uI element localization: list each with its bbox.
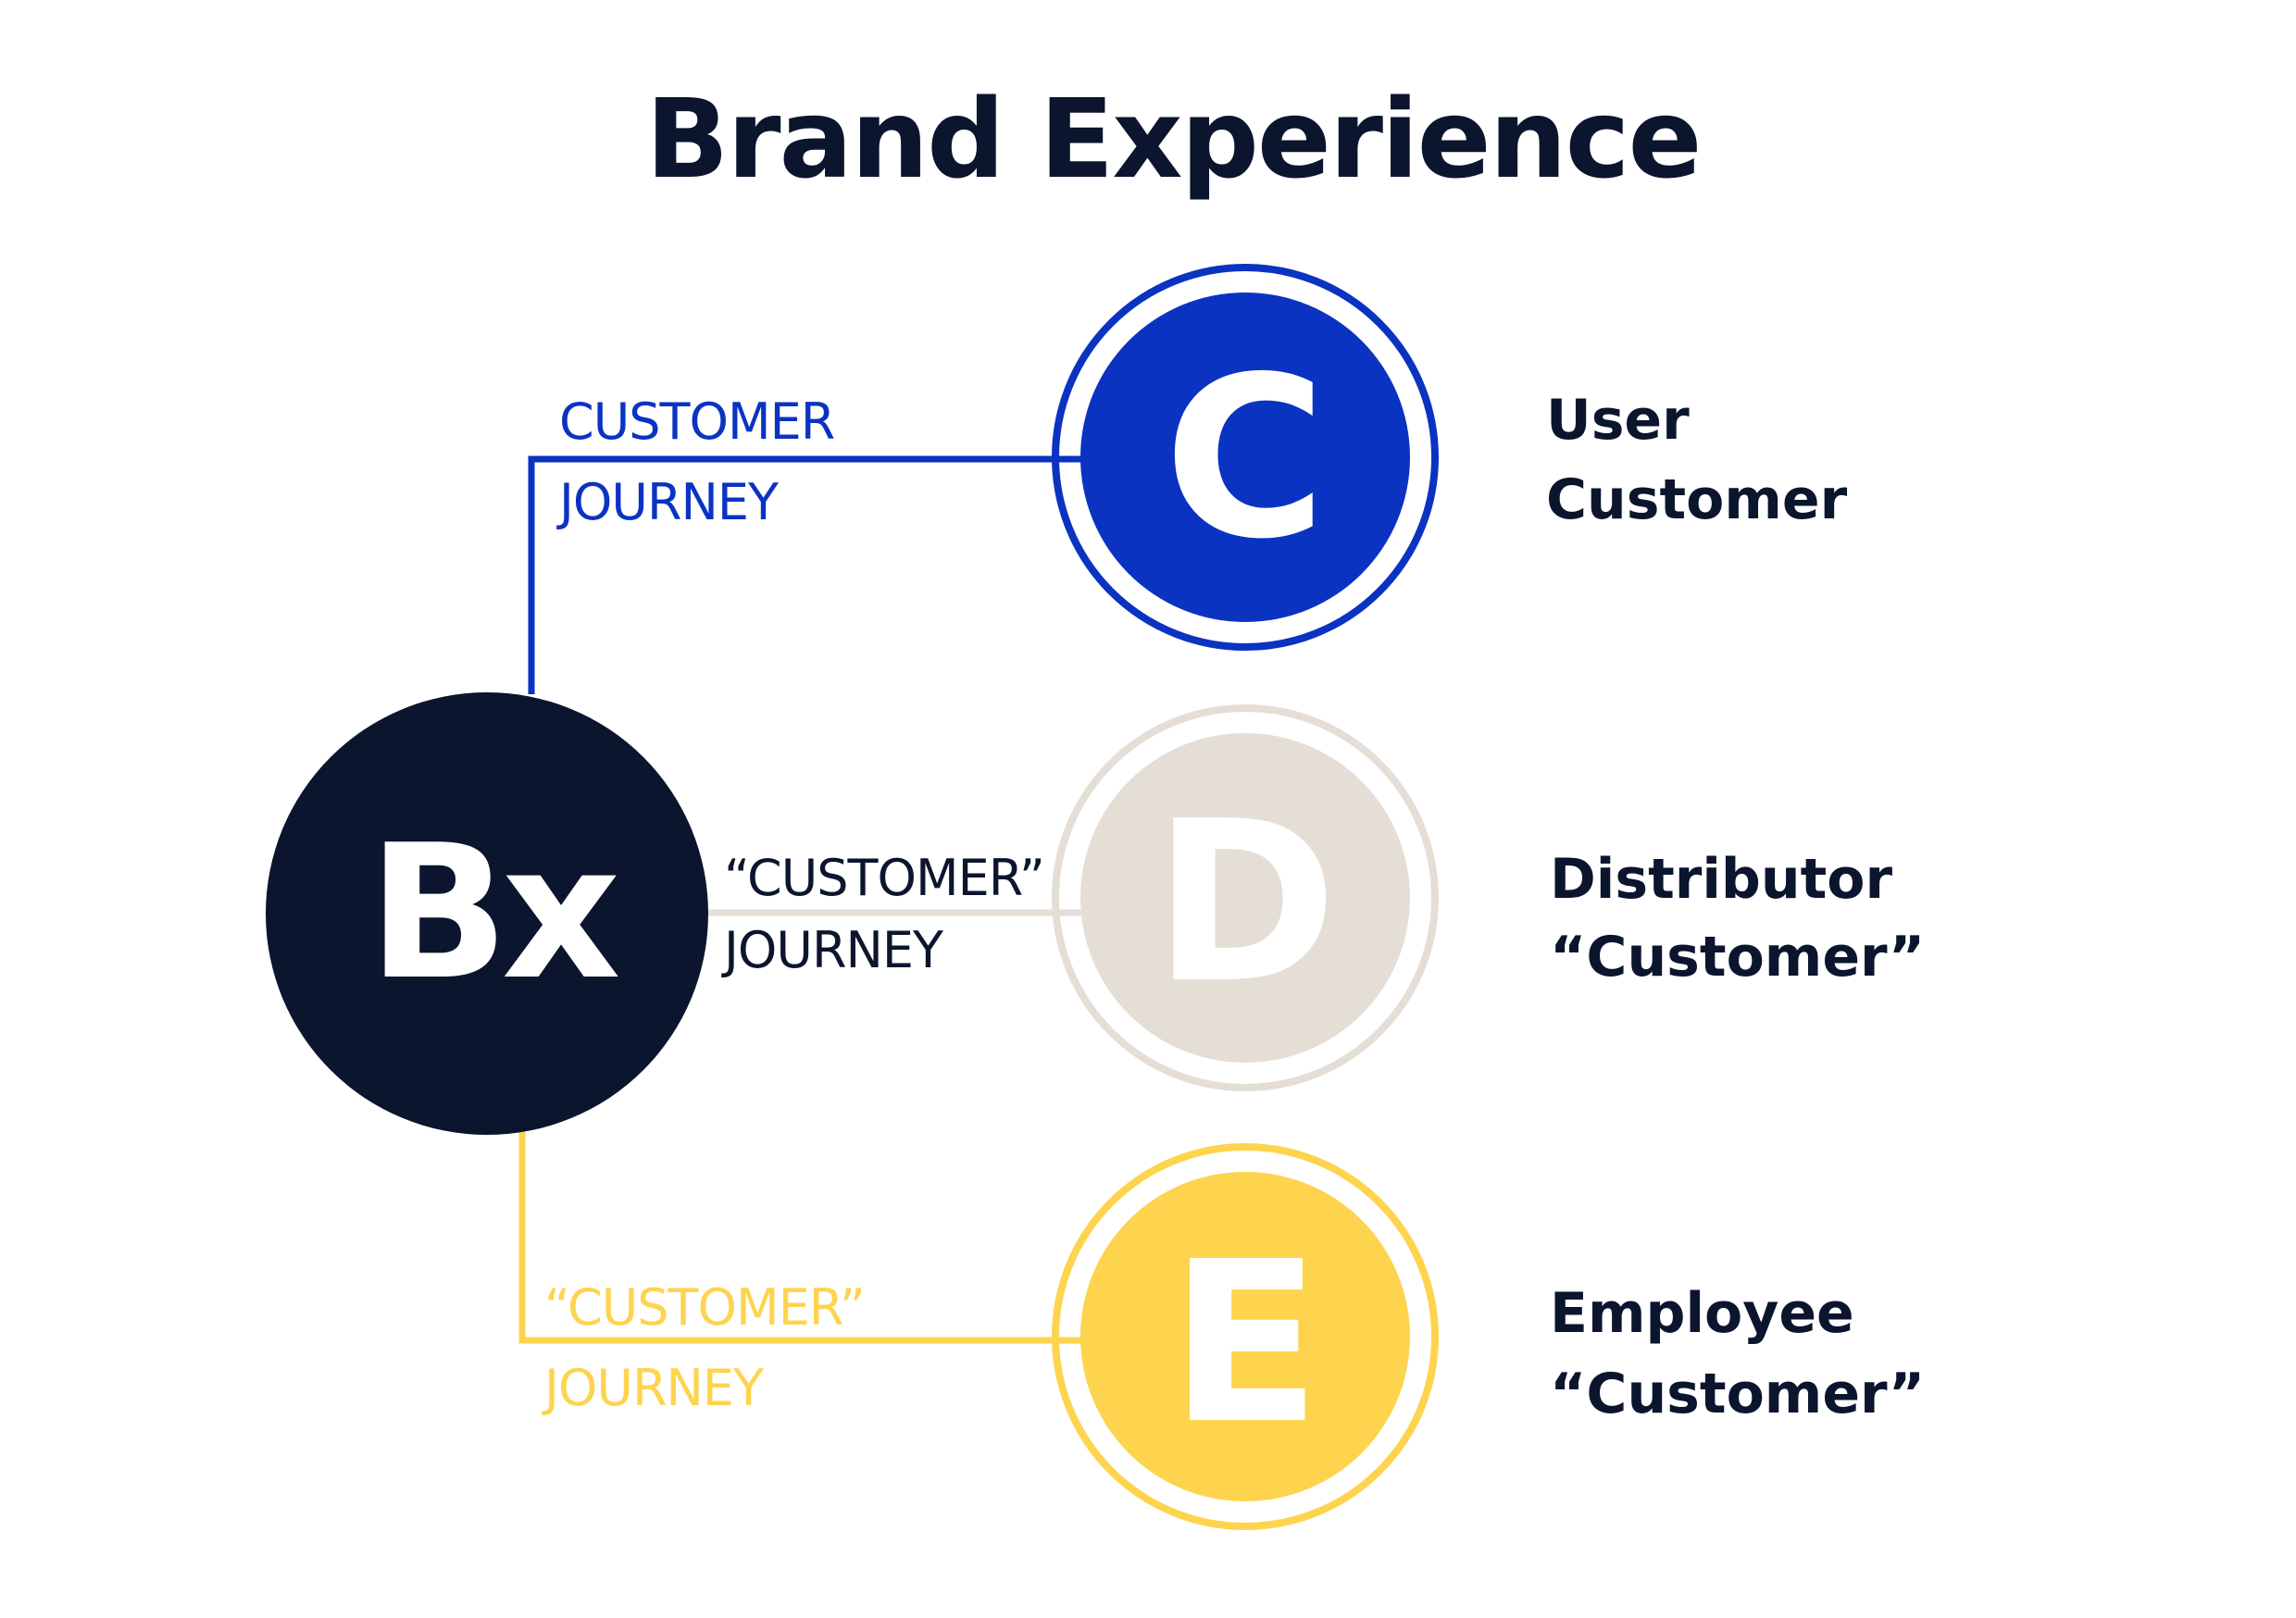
- node-desc-line1: Employee: [1550, 1281, 1854, 1346]
- journey-label-line2: JOURNEY: [542, 1359, 765, 1417]
- node-distributor: D “CUSTOMER” JOURNEY Distributor “Custom…: [721, 704, 1925, 1091]
- node-desc-line2: “Customer”: [1550, 1362, 1925, 1426]
- node-circle: [1080, 1172, 1410, 1501]
- connector-customer: [528, 455, 1083, 694]
- node-ring: [1052, 704, 1439, 1091]
- node-circle: [1080, 733, 1410, 1063]
- node-desc-line1: Distributor: [1550, 847, 1892, 912]
- journey-label-line2: JOURNEY: [721, 921, 944, 979]
- node-customer: C CUSTOMER JOURNEY User Customer: [556, 264, 1848, 651]
- hub-circle: [266, 692, 708, 1135]
- node-ring: [1052, 264, 1439, 651]
- node-ring: [1052, 1143, 1439, 1530]
- node-employee: E “CUSTOMER” JOURNEY Employee “Customer”: [542, 1143, 1925, 1530]
- node-letter: D: [1153, 773, 1337, 1032]
- node-desc-line2: “Customer”: [1550, 925, 1925, 989]
- hub-label: Bx: [368, 805, 618, 1021]
- journey-label-line1: CUSTOMER: [559, 392, 834, 451]
- journey-label-line2: JOURNEY: [556, 473, 780, 531]
- node-circle: [1080, 292, 1410, 622]
- journey-label-line1: “CUSTOMER”: [724, 849, 1044, 907]
- page-title: Brand Experience: [645, 75, 1700, 203]
- node-desc-line1: User: [1546, 388, 1690, 453]
- node-letter: E: [1169, 1214, 1321, 1473]
- node-desc-line2: Customer: [1546, 467, 1848, 532]
- connector-employee: [518, 1129, 1083, 1344]
- journey-label-line1: “CUSTOMER”: [544, 1278, 865, 1337]
- node-letter: C: [1164, 329, 1327, 588]
- hub-node: Bx: [266, 692, 708, 1135]
